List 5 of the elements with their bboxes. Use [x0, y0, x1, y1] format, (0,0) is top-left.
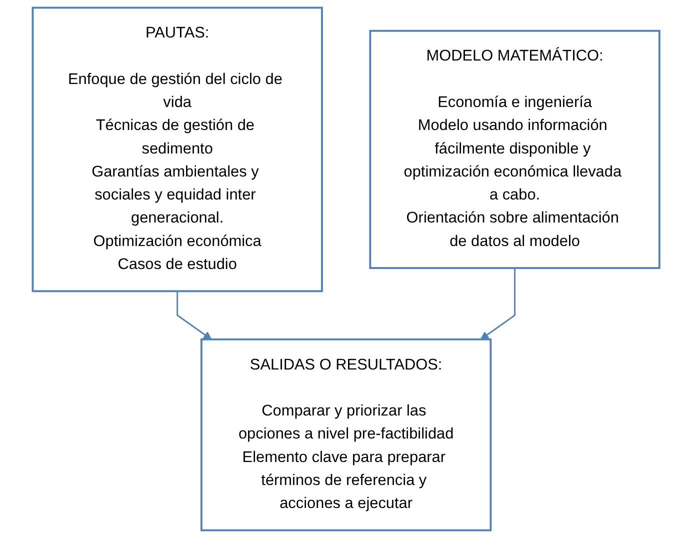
node-box: MODELO MATEMÁTICO: Economía e ingeniería Modelo usando información fácilmente disponible y optimización económica llevada a cabo. Orientación sobre alimentación de datos al modelo: [370, 30, 661, 269]
node-box: SALIDAS O RESULTADOS: Comparar y priorizar las opciones a nivel pre-factibilidad Elemento clave para preparar términos de referencia y acciones a ejecutar: [200, 338, 492, 532]
arrow: [177, 291, 212, 340]
arrow: [480, 268, 516, 340]
node-box: PAUTAS: Enfoque de gestión del ciclo de vida Técnicas de gestión de sedimento Garantías ambientales y sociales y equidad inter generacional. Optimización económica Casos de estudio: [32, 6, 324, 292]
